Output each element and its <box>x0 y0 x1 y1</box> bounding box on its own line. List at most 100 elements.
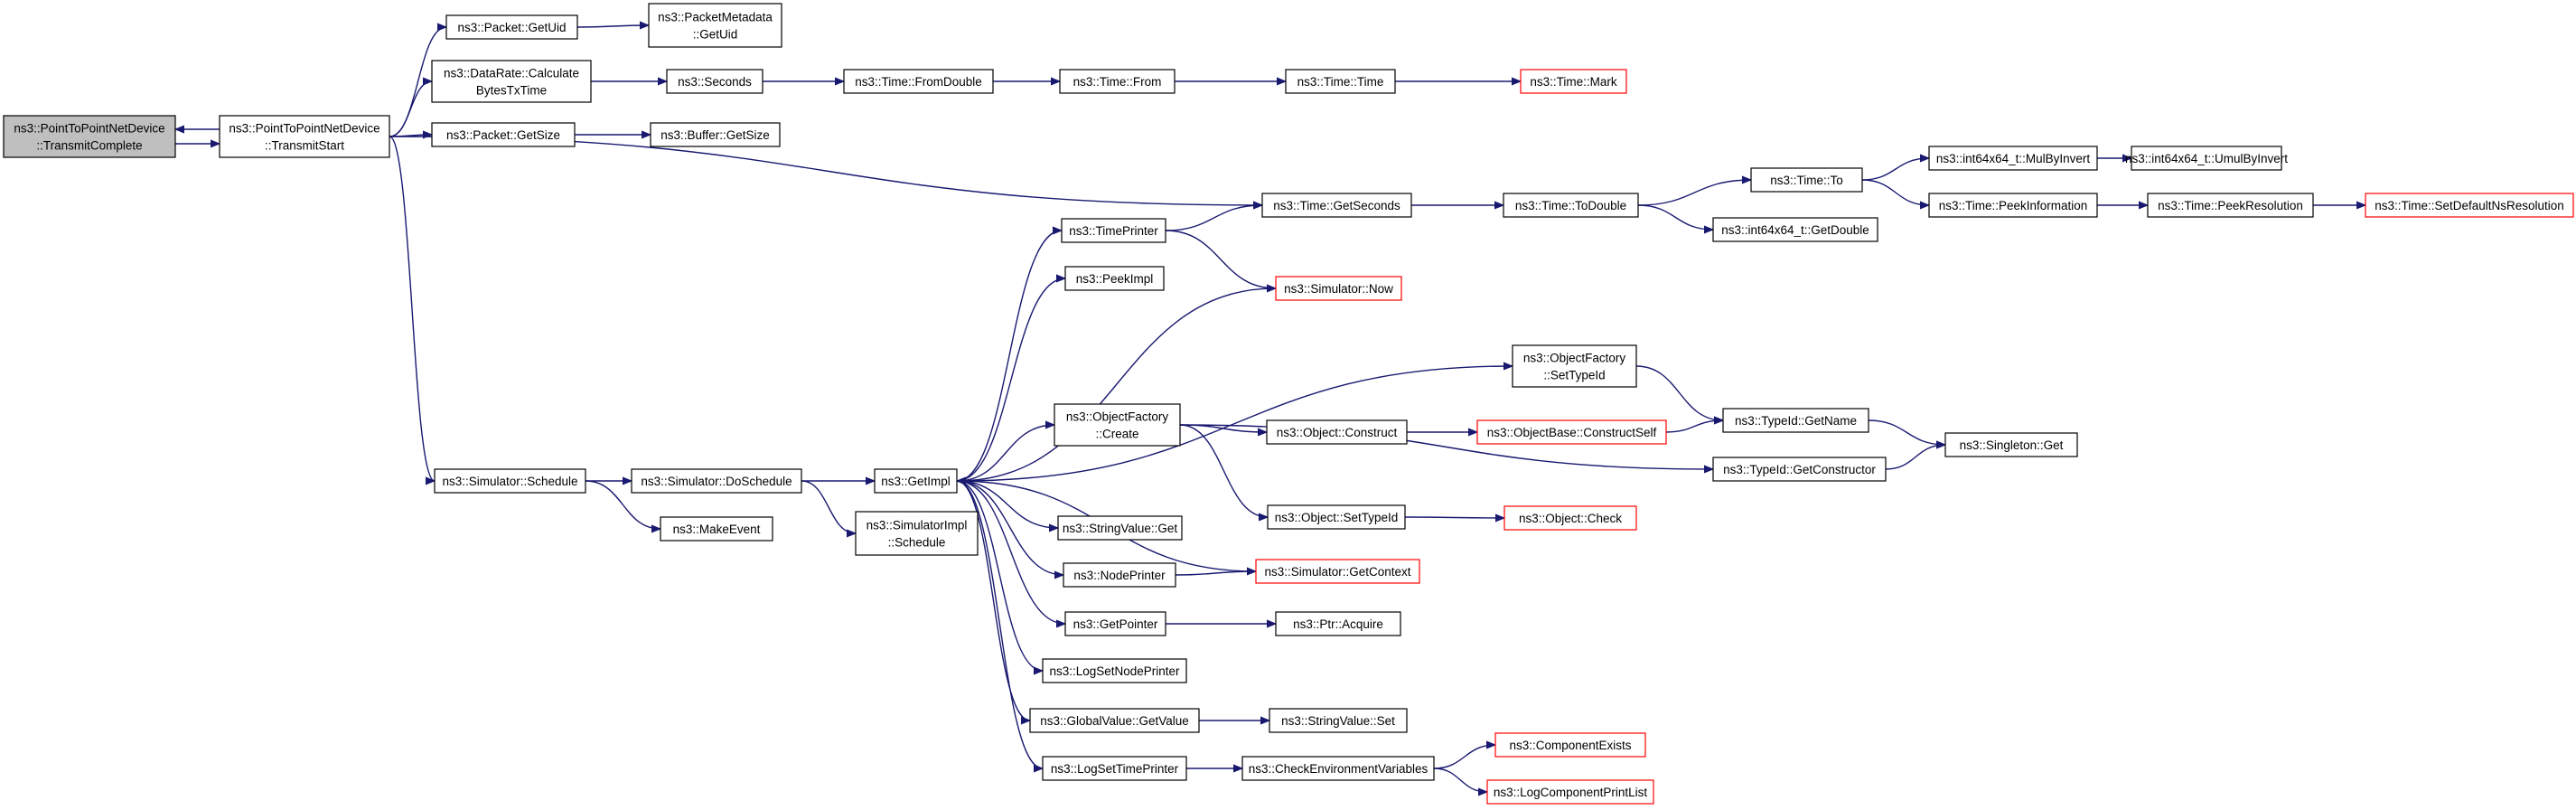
node-label: ns3::Time::From <box>1073 75 1162 89</box>
node-ns3-object-settypeid[interactable]: ns3::Object::SetTypeId <box>1267 504 1406 530</box>
node-ns3-pointtopointnetdevice-transmitcomplete[interactable]: ns3::PointToPointNetDevice::TransmitComp… <box>3 115 176 158</box>
node-label: ns3::PacketMetadata <box>658 11 773 24</box>
edge-n14-to-n21 <box>1637 204 1713 230</box>
node-ns3-buffer-getsize[interactable]: ns3::Buffer::GetSize <box>650 122 781 147</box>
node-ns3-timeprinter[interactable]: ns3::TimePrinter <box>1061 218 1166 243</box>
node-ns3-logsetnodeprinter[interactable]: ns3::LogSetNodePrinter <box>1042 658 1187 683</box>
edge-n34-to-n39 <box>956 480 1058 528</box>
edge-n34-to-n40 <box>956 480 1063 575</box>
node-ns3-time-peekinformation[interactable]: ns3::Time::PeekInformation <box>1928 193 2098 218</box>
node-ns3-ptr-acquire[interactable]: ns3::Ptr::Acquire <box>1275 611 1401 636</box>
node-ns3-objectfactory-create[interactable]: ns3::ObjectFactory::Create <box>1054 403 1181 447</box>
node-ns3-makeevent[interactable]: ns3::MakeEvent <box>660 516 773 542</box>
node-box <box>2147 193 2314 218</box>
node-label: ns3::Time::To <box>1770 174 1843 187</box>
node-ns3-simulator-now[interactable]: ns3::Simulator::Now <box>1275 276 1402 301</box>
edge-n34-to-n22 <box>956 231 1062 482</box>
node-ns3-getimpl[interactable]: ns3::GetImpl <box>874 468 958 494</box>
node-ns3-simulator-doschedule[interactable]: ns3::Simulator::DoSchedule <box>631 468 802 494</box>
node-label: ns3::Ptr::Acquire <box>1293 617 1383 631</box>
node-box <box>1061 218 1166 243</box>
edge-n15-to-n18 <box>1861 179 1929 205</box>
node-box <box>1494 732 1646 758</box>
node-label: ns3::Time::ToDouble <box>1515 199 1626 212</box>
node-box <box>1064 611 1166 636</box>
node-ns3-packetmetadata-getuid[interactable]: ns3::PacketMetadata::GetUid <box>648 3 782 48</box>
node-ns3-simulator-schedule[interactable]: ns3::Simulator::Schedule <box>434 468 586 494</box>
node-ns3-seconds[interactable]: ns3::Seconds <box>666 69 763 94</box>
node-ns3-time-time[interactable]: ns3::Time::Time <box>1285 69 1396 94</box>
node-ns3-packet-getsize[interactable]: ns3::Packet::GetSize <box>431 122 576 147</box>
node-label: ns3::TimePrinter <box>1069 224 1158 238</box>
node-ns3-singleton-get[interactable]: ns3::Singleton::Get <box>1944 432 2078 457</box>
node-label: ns3::StringValue::Get <box>1063 522 1178 535</box>
node-ns3-time-mark[interactable]: ns3::Time::Mark <box>1520 69 1627 94</box>
node-ns3-simulatorimpl-schedule[interactable]: ns3::SimulatorImpl::Schedule <box>855 511 979 556</box>
node-label: ns3::LogSetNodePrinter <box>1049 664 1180 678</box>
node-ns3-nodeprinter[interactable]: ns3::NodePrinter <box>1063 562 1176 588</box>
node-label: ns3::ObjectFactory <box>1523 352 1626 365</box>
node-label: ns3::StringValue::Set <box>1281 714 1395 728</box>
node-ns3-object-check[interactable]: ns3::Object::Check <box>1503 505 1637 531</box>
edge-n3-to-n4 <box>576 25 649 27</box>
node-ns3-time-peekresolution[interactable]: ns3::Time::PeekResolution <box>2147 193 2314 218</box>
edge-n48-to-n49 <box>1433 745 1495 769</box>
node-label: ns3::int64x64_t::MulByInvert <box>1936 152 2091 165</box>
node-ns3-int64x64-t-mulbyinvert[interactable]: ns3::int64x64_t::MulByInvert <box>1928 146 2098 171</box>
edge-n2-to-n32 <box>389 136 436 481</box>
node-ns3-peekimpl[interactable]: ns3::PeekImpl <box>1064 266 1165 291</box>
node-box <box>1928 193 2098 218</box>
node-box <box>1928 146 2098 171</box>
node-ns3-logcomponentprintlist[interactable]: ns3::LogComponentPrintList <box>1486 779 1654 805</box>
node-box <box>666 69 763 94</box>
edge-n22-to-n13 <box>1165 205 1262 231</box>
node-ns3-time-setdefaultnsresolution[interactable]: ns3::Time::SetDefaultNsResolution <box>2365 193 2574 218</box>
node-box <box>445 14 578 40</box>
node-ns3-typeid-getconstructor[interactable]: ns3::TypeId::GetConstructor <box>1712 457 1887 482</box>
node-ns3-packet-getuid[interactable]: ns3::Packet::GetUid <box>445 14 578 40</box>
node-ns3-time-todouble[interactable]: ns3::Time::ToDouble <box>1503 193 1639 218</box>
node-ns3-stringvalue-set[interactable]: ns3::StringValue::Set <box>1269 708 1408 733</box>
node-box <box>2131 146 2282 171</box>
node-box <box>855 511 979 556</box>
node-ns3-getpointer[interactable]: ns3::GetPointer <box>1064 611 1166 636</box>
node-ns3-int64x64-t-getdouble[interactable]: ns3::int64x64_t::GetDouble <box>1712 217 1878 242</box>
node-box <box>631 468 802 494</box>
node-label: ns3::int64x64_t::UmulByInvert <box>2125 152 2288 165</box>
node-box <box>1057 515 1183 541</box>
node-box <box>3 115 176 158</box>
node-box <box>1712 217 1878 242</box>
node-ns3-componentexists[interactable]: ns3::ComponentExists <box>1494 732 1646 758</box>
node-label: ns3::Time::SetDefaultNsResolution <box>2375 199 2564 212</box>
node-ns3-time-to[interactable]: ns3::Time::To <box>1750 167 1863 193</box>
node-label: ns3::Object::SetTypeId <box>1275 511 1399 524</box>
node-box <box>1029 708 1200 733</box>
node-label: ns3::Time::PeekResolution <box>2158 199 2303 212</box>
node-ns3-time-getseconds[interactable]: ns3::Time::GetSeconds <box>1261 193 1412 218</box>
edge-n48-to-n50 <box>1433 768 1487 792</box>
node-ns3-object-construct[interactable]: ns3::Object::Construct <box>1266 419 1408 445</box>
node-ns3-objectbase-constructself[interactable]: ns3::ObjectBase::ConstructSelf <box>1476 419 1667 445</box>
node-ns3-checkenvironmentvariables[interactable]: ns3::CheckEnvironmentVariables <box>1241 756 1435 781</box>
node-ns3-globalvalue-getvalue[interactable]: ns3::GlobalValue::GetValue <box>1029 708 1200 733</box>
node-ns3-time-from[interactable]: ns3::Time::From <box>1059 69 1176 94</box>
node-label: ns3::GetPointer <box>1073 617 1158 631</box>
node-ns3-simulator-getcontext[interactable]: ns3::Simulator::GetContext <box>1255 559 1420 584</box>
node-box <box>1722 408 1869 433</box>
node-ns3-typeid-getname[interactable]: ns3::TypeId::GetName <box>1722 408 1869 433</box>
node-label: ns3::Buffer::GetSize <box>660 128 770 142</box>
node-ns3-stringvalue-get[interactable]: ns3::StringValue::Get <box>1057 515 1183 541</box>
node-ns3-logsettimeprinter[interactable]: ns3::LogSetTimePrinter <box>1042 756 1187 781</box>
node-box <box>1042 756 1187 781</box>
node-label: ns3::NodePrinter <box>1073 569 1166 582</box>
nodes-layer: ns3::PointToPointNetDevice::TransmitComp… <box>3 3 2574 805</box>
node-box <box>1520 69 1627 94</box>
edge-n2-to-n5 <box>389 81 433 137</box>
node-ns3-int64x64-t-umulbyinvert[interactable]: ns3::int64x64_t::UmulByInvert <box>2125 146 2288 171</box>
edge-n24-to-n34 <box>957 287 1277 481</box>
node-ns3-objectfactory-settypeid[interactable]: ns3::ObjectFactory::SetTypeId <box>1512 344 1637 388</box>
edge-n34-to-n23 <box>956 278 1065 482</box>
node-ns3-time-fromdouble[interactable]: ns3::Time::FromDouble <box>843 69 994 94</box>
node-ns3-pointtopointnetdevice-transmitstart[interactable]: ns3::PointToPointNetDevice::TransmitStar… <box>219 115 390 158</box>
